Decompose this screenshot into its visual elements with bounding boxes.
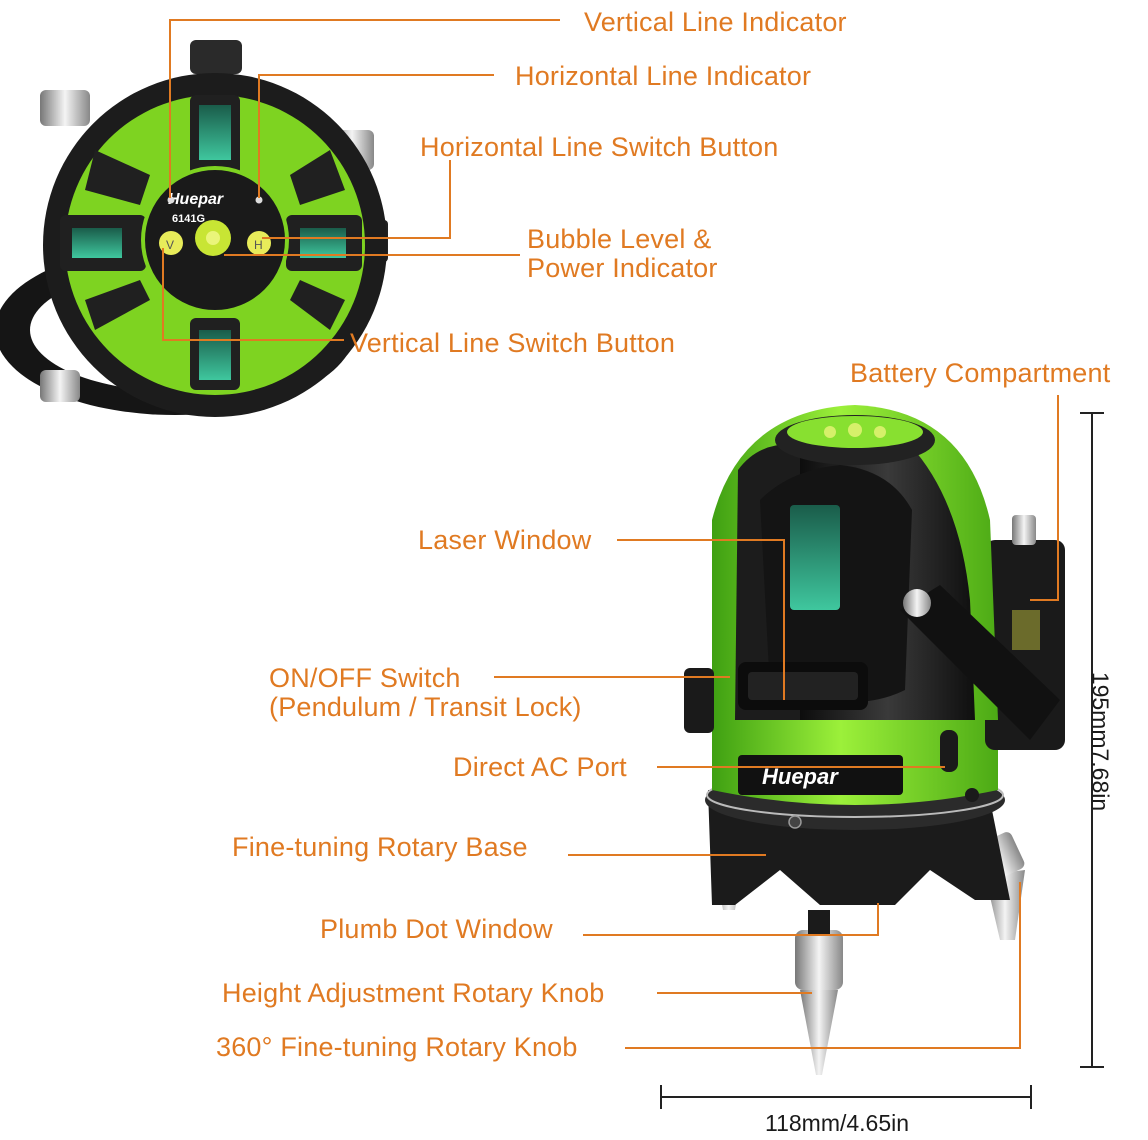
ac-port-icon bbox=[940, 730, 958, 772]
horizontal-indicator-led-icon bbox=[255, 196, 263, 204]
top-model-number: 6141G bbox=[172, 213, 205, 225]
width-dimension-label: 118mm/4.65in bbox=[765, 1110, 910, 1136]
label-vertical-line-switch-button: Vertical Line Switch Button bbox=[350, 328, 676, 358]
top-view-knob-top-icon bbox=[190, 40, 242, 74]
label-fine-tuning-rotary-base: Fine-tuning Rotary Base bbox=[232, 832, 528, 862]
label-360-fine-tuning-rotary-knob: 360° Fine-tuning Rotary Knob bbox=[216, 1032, 578, 1062]
top-view-unit: Huepar 6141G V H bbox=[0, 40, 388, 417]
laser-window-glass bbox=[790, 505, 840, 610]
vertical-switch-letter: V bbox=[166, 238, 174, 252]
height-dimension-label: 195mm7.68in bbox=[1087, 671, 1114, 812]
label-height-adjustment-rotary-knob: Height Adjustment Rotary Knob bbox=[222, 978, 605, 1008]
label-laser-window: Laser Window bbox=[418, 525, 592, 555]
label-on-off-switch-line1: ON/OFF Switch bbox=[269, 663, 461, 693]
height-knob-icon bbox=[795, 930, 843, 990]
top-brand-logo: Huepar bbox=[168, 191, 224, 208]
label-plumb-dot-window: Plumb Dot Window bbox=[320, 914, 553, 944]
brand-plate bbox=[738, 755, 903, 795]
horizontal-switch-letter: H bbox=[254, 238, 263, 252]
top-view-knob-left-icon bbox=[40, 90, 90, 126]
side-brand-logo: Huepar bbox=[762, 764, 839, 789]
label-horizontal-line-switch-button: Horizontal Line Switch Button bbox=[420, 132, 779, 162]
side-leader-lines bbox=[494, 395, 1059, 1049]
label-on-off-switch-line2: (Pendulum / Transit Lock) bbox=[269, 692, 582, 722]
vertical-indicator-led-icon bbox=[167, 196, 175, 204]
side-view-unit: Huepar bbox=[684, 405, 1065, 1075]
label-direct-ac-port: Direct AC Port bbox=[453, 752, 627, 782]
dimension-lines bbox=[660, 412, 1104, 1109]
side-strap bbox=[900, 585, 1060, 740]
vertical-switch-button-icon[interactable] bbox=[159, 231, 183, 255]
label-vertical-line-indicator: Vertical Line Indicator bbox=[584, 7, 847, 37]
label-bubble-level-line2: Power Indicator bbox=[527, 253, 718, 283]
label-bubble-level-line1: Bubble Level & bbox=[527, 224, 712, 254]
label-battery-compartment: Battery Compartment bbox=[850, 358, 1111, 388]
label-horizontal-line-indicator: Horizontal Line Indicator bbox=[515, 61, 812, 91]
top-leader-lines bbox=[162, 19, 560, 341]
